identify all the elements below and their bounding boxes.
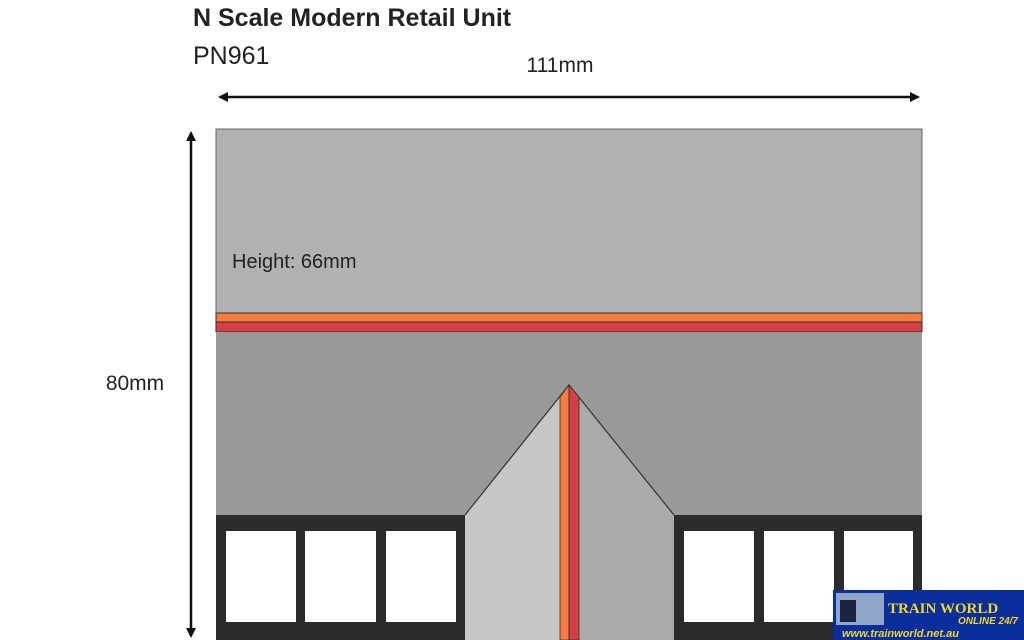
logo-brand: TRAIN WORLD: [888, 601, 998, 617]
stripe-orange: [215, 312, 923, 323]
entrance-right-face: [569, 385, 674, 640]
entrance-stripe-red: [568, 383, 580, 640]
trainworld-logo: TRAIN WORLD ONLINE 24/7 www.trainworld.n…: [833, 590, 1024, 640]
shopfront-right: [674, 515, 922, 640]
stripe-red: [215, 321, 923, 333]
window: [305, 531, 376, 622]
shopfront-left: [216, 515, 465, 640]
logo-url: www.trainworld.net.au: [842, 628, 959, 640]
window: [764, 531, 834, 622]
window: [386, 531, 456, 622]
logo-tagline: ONLINE 24/7: [958, 616, 1018, 627]
width-label: 111mm: [527, 54, 594, 77]
page-title: N Scale Modern Retail Unit: [193, 4, 512, 32]
height-label: Height: 66mm: [232, 251, 357, 273]
roof-upper: [215, 128, 923, 314]
entrance-stripe-orange: [559, 383, 570, 640]
product-code: PN961: [193, 42, 269, 70]
window: [226, 531, 296, 622]
entrance-left-face: [465, 385, 569, 640]
depth-label: 80mm: [106, 372, 164, 395]
window: [684, 531, 754, 622]
